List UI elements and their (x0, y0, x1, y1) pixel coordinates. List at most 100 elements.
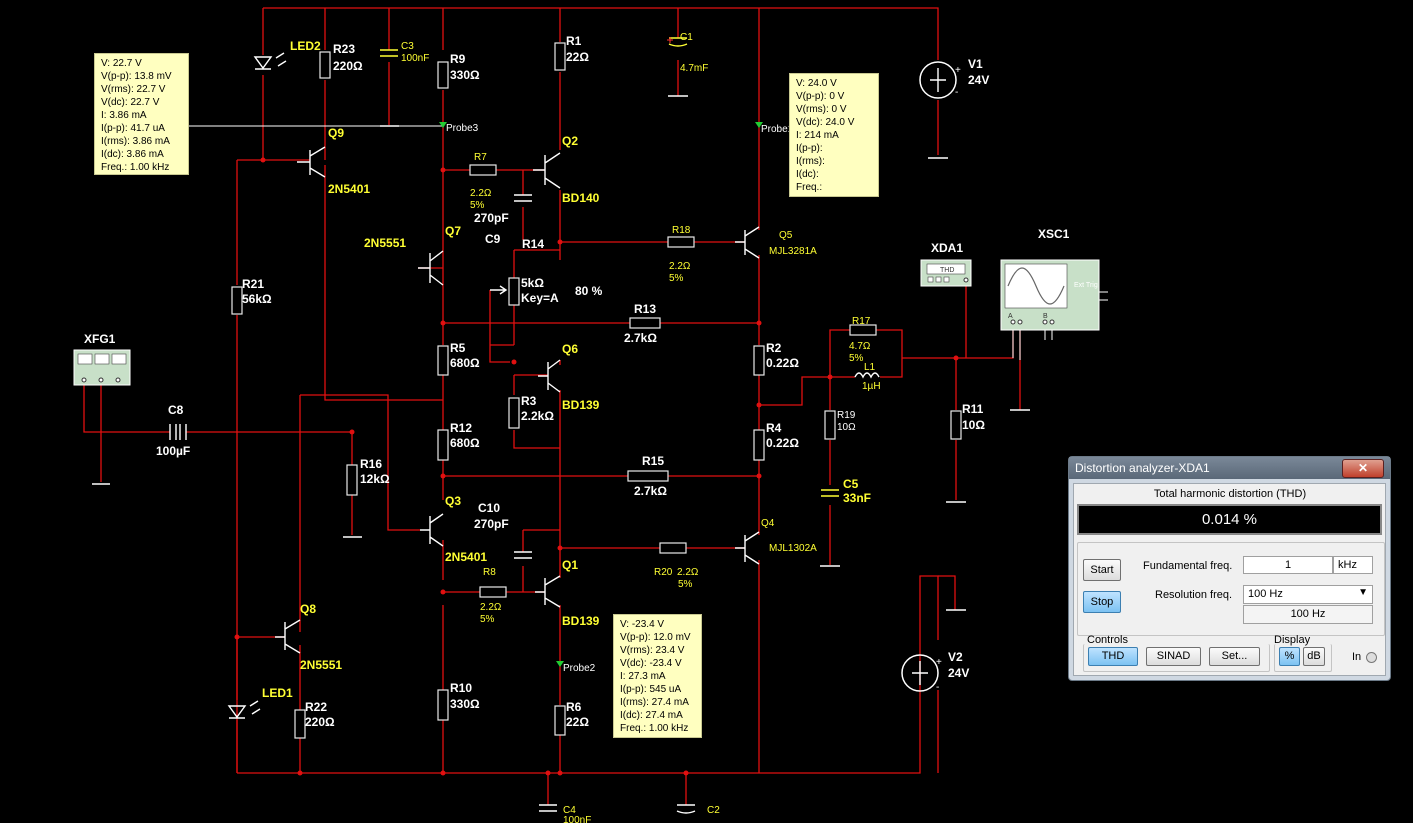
r6-name: R6 (566, 700, 582, 714)
r6-body (554, 705, 566, 736)
r1-value: 22Ω (566, 50, 589, 64)
probe-readout-line: Freq.: 1.00 kHz (620, 723, 689, 734)
transistors (275, 146, 760, 654)
probe3-marker[interactable] (439, 122, 447, 128)
sinad-button[interactable]: SINAD (1146, 647, 1201, 666)
probe2-marker[interactable] (556, 661, 564, 667)
r9-body (437, 61, 449, 89)
r10-body (437, 689, 449, 721)
v2-minus: - (936, 682, 939, 693)
probe-readout-line: I: 3.86 mA (101, 110, 147, 121)
oscilloscope-xsc1[interactable] (1000, 259, 1108, 331)
display-group (1274, 644, 1332, 672)
r14-percent: 80 % (575, 284, 603, 298)
c9-value: 270pF (474, 211, 509, 225)
xsc1-b-label: B (1043, 313, 1048, 320)
r5-value: 680Ω (450, 356, 480, 370)
db-button[interactable]: dB (1303, 647, 1325, 666)
r5-name: R5 (450, 341, 466, 355)
xfg1-label: XFG1 (84, 332, 116, 346)
r2-name: R2 (766, 341, 782, 355)
resolution-freq-label: Resolution freq. (1155, 589, 1233, 601)
probe-readout-line: I: 27.3 mA (620, 671, 666, 682)
probe-readout-line: I(dc): 3.86 mA (101, 149, 164, 160)
probe-readout-line: V: 24.0 V (796, 78, 837, 89)
probe1-label: Probe1 (761, 124, 794, 135)
fundamental-freq-input[interactable]: 1 (1243, 556, 1333, 574)
circuit-wires (83, 7, 1021, 805)
input-terminal-icon[interactable] (1366, 652, 1377, 663)
r20-value: 2.2Ω (677, 567, 699, 578)
distortion-analyzer-xda1[interactable] (920, 259, 972, 287)
r2-value: 0.22Ω (766, 356, 799, 370)
probe-readout-line: V(dc): 24.0 V (796, 117, 855, 128)
q9-name: Q9 (328, 126, 344, 140)
fundamental-freq-unit[interactable]: kHz (1333, 556, 1373, 574)
close-button[interactable]: ✕ (1342, 459, 1384, 478)
r23-body (319, 51, 331, 79)
stop-button[interactable]: Stop (1083, 591, 1121, 613)
probe2-label: Probe2 (563, 663, 596, 674)
c1-name: C1 (680, 32, 693, 43)
distortion-analyzer-dialog: Distortion analyzer-XDA1 ✕ Total harmoni… (1068, 456, 1391, 681)
probe1-marker[interactable] (755, 122, 763, 128)
controls-label: Controls (1087, 634, 1128, 646)
leds (227, 52, 287, 719)
capacitors (169, 37, 839, 814)
controls-group (1083, 644, 1270, 672)
q5-type: MJL3281A (769, 246, 817, 257)
r21-value: 56kΩ (242, 292, 272, 306)
r19-value: 10Ω (837, 422, 856, 433)
xsc1-exttrig-label: Ext Trig (1074, 282, 1098, 289)
r22-value: 220Ω (305, 715, 335, 729)
r16-body (346, 464, 358, 496)
r15-name: R15 (642, 454, 664, 468)
q7-name: Q7 (445, 224, 461, 238)
percent-button[interactable]: % (1279, 647, 1300, 666)
probe-readout-line: I(p-p): 545 uA (620, 684, 682, 695)
led1-label: LED1 (262, 686, 293, 700)
q3-name: Q3 (445, 494, 461, 508)
set-button[interactable]: Set... (1209, 647, 1260, 666)
r4-body (753, 429, 765, 461)
q2-name: Q2 (562, 134, 578, 148)
c4-name: C4 (563, 805, 576, 816)
fundamental-freq-label: Fundamental freq. (1143, 560, 1233, 572)
r10-name: R10 (450, 681, 472, 695)
r5-body (437, 345, 449, 376)
v2-value: 24V (948, 666, 969, 680)
v2-name: V2 (948, 650, 963, 664)
v1-value: 24V (968, 73, 989, 87)
r12-value: 680Ω (450, 436, 480, 450)
v2-plus: + (936, 657, 942, 668)
start-button[interactable]: Start (1083, 559, 1121, 581)
r22-name: R22 (305, 700, 327, 714)
component-labels: LED2 R23 220Ω C3 100nF R9 330Ω R1 22Ω C1… (156, 32, 989, 823)
q7-type: 2N5551 (364, 236, 406, 250)
voltage-sources (901, 61, 957, 692)
dialog-title: Distortion analyzer-XDA1 (1069, 457, 1390, 479)
q2-type: BD140 (562, 191, 600, 205)
thd-button[interactable]: THD (1088, 647, 1138, 666)
r13-body (629, 317, 661, 329)
led2-label: LED2 (290, 39, 321, 53)
r11-body (950, 410, 962, 440)
r8-body (479, 586, 507, 598)
r14-name: R14 (522, 237, 544, 251)
c5-name: C5 (843, 477, 859, 491)
probe-readout-line: I(rms): (796, 156, 825, 167)
probe-readout-line: V: 22.7 V (101, 58, 142, 69)
c5-value: 33nF (843, 491, 871, 505)
q8-type: 2N5551 (300, 658, 342, 672)
r13-value: 2.7kΩ (624, 331, 657, 345)
r18-value: 2.2Ω (669, 261, 691, 272)
probe-readout-line: Freq.: (796, 182, 823, 193)
r19-name: R19 (837, 410, 856, 421)
xda1-label: XDA1 (931, 241, 963, 255)
function-generator-xfg1[interactable] (73, 349, 131, 386)
resolution-freq-select[interactable]: 100 Hz ▼ (1243, 585, 1373, 604)
